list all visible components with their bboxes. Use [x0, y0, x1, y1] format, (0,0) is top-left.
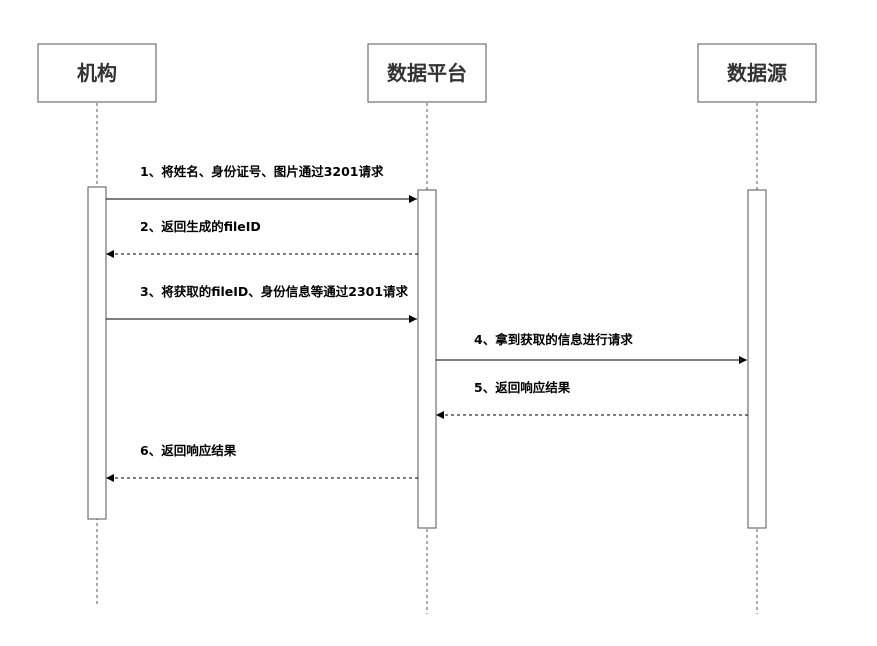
message-6-label: 6、返回响应结果 [140, 443, 237, 458]
message-4: 4、拿到获取的信息进行请求 [436, 332, 747, 364]
activation-source [747, 189, 767, 529]
message-1: 1、将姓名、身份证号、图片通过3201请求 [106, 164, 417, 203]
message-1-label: 1、将姓名、身份证号、图片通过3201请求 [140, 164, 384, 179]
message-5-label: 5、返回响应结果 [474, 380, 571, 395]
message-4-label: 4、拿到获取的信息进行请求 [474, 332, 633, 347]
message-2: 2、返回生成的fileID [106, 219, 418, 258]
message-5: 5、返回响应结果 [436, 380, 748, 419]
participant-source-label: 数据源 [727, 61, 787, 85]
participant-org-label: 机构 [77, 61, 117, 85]
message-3-label: 3、将获取的fileID、身份信息等通过2301请求 [140, 284, 409, 299]
message-6: 6、返回响应结果 [106, 443, 418, 482]
activation-org [87, 186, 107, 520]
participant-org: 机构 [37, 43, 157, 103]
message-2-label: 2、返回生成的fileID [140, 219, 261, 234]
message-3: 3、将获取的fileID、身份信息等通过2301请求 [106, 284, 417, 323]
participant-source: 数据源 [697, 43, 817, 103]
participant-platform: 数据平台 [367, 43, 487, 103]
activation-platform [417, 189, 437, 529]
participant-platform-label: 数据平台 [387, 61, 467, 85]
